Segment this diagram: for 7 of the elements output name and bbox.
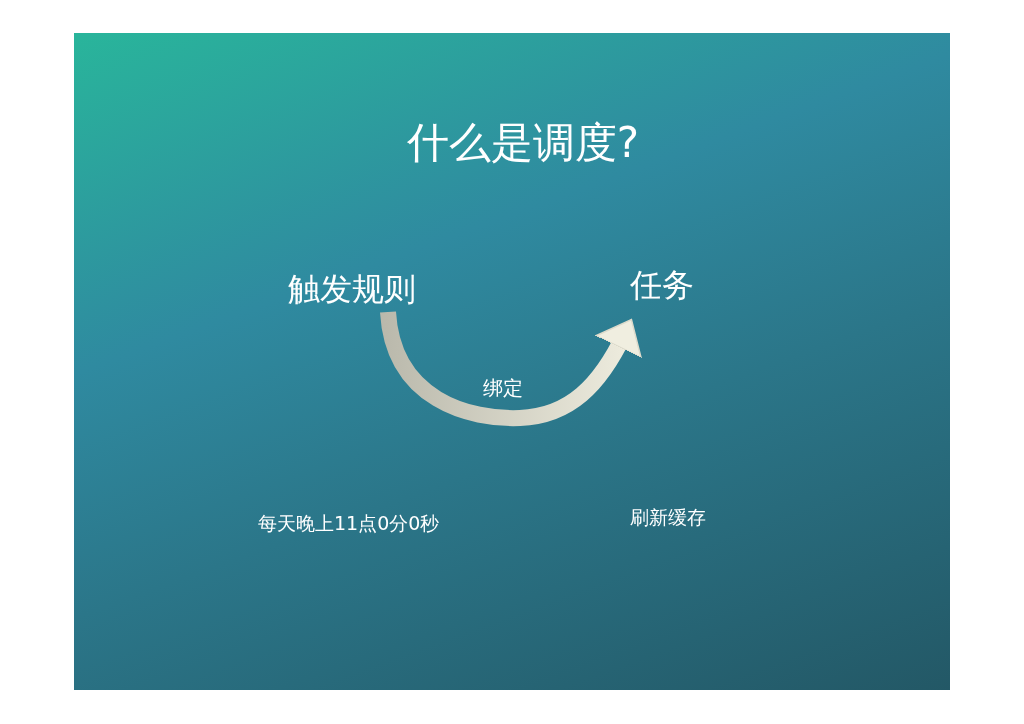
caption-text: 每天晚上11点0分0秒	[258, 512, 440, 535]
caption-text: 刷新缓存	[630, 506, 706, 529]
node-label: 触发规则	[288, 270, 416, 309]
curved-arrow	[380, 310, 642, 426]
edge-label: 绑定	[483, 376, 523, 400]
node-label: 任务	[630, 266, 694, 305]
slide-title: 什么是调度?	[405, 118, 641, 169]
